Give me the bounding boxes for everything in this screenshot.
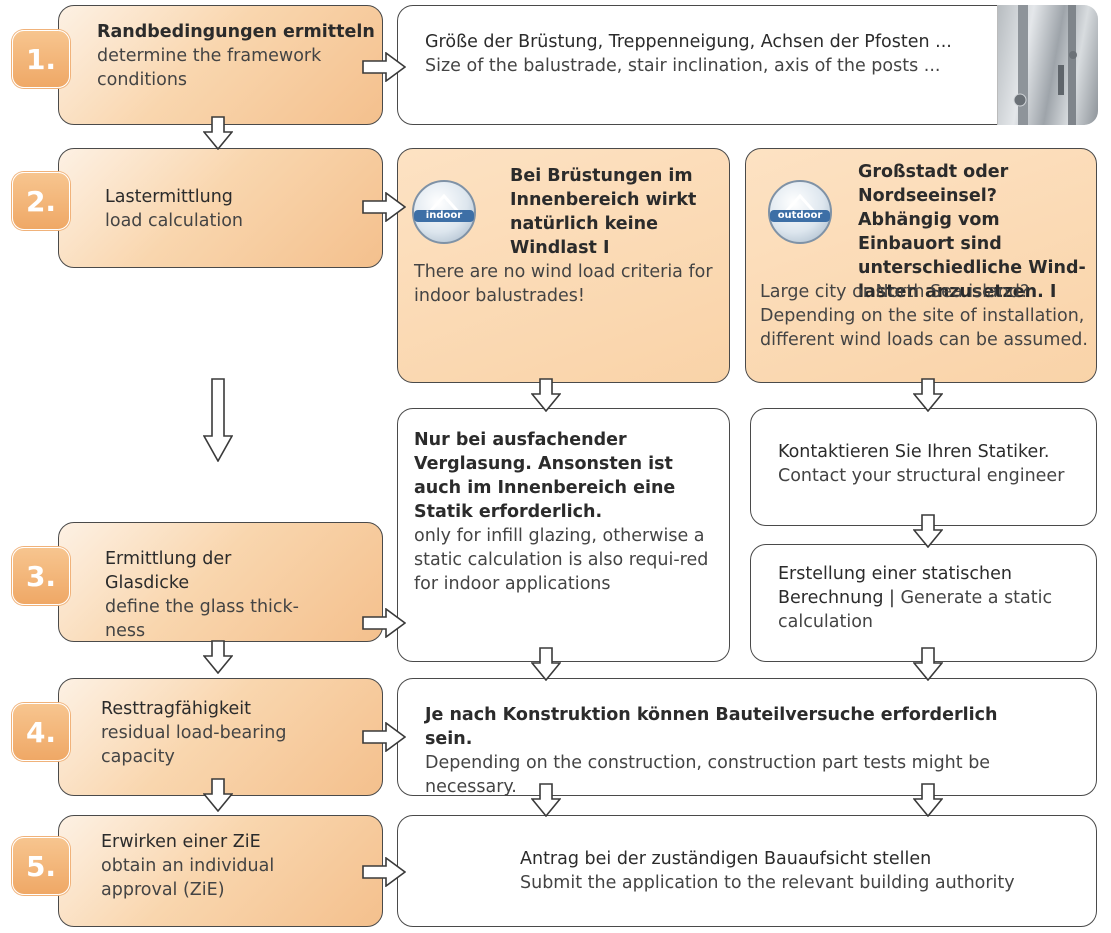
infill-en: only for infill glazing, otherwise a sta…	[414, 526, 709, 594]
arrow-right-step-1	[362, 52, 406, 82]
arrow-down-step-1	[203, 116, 233, 150]
step-3-box	[58, 522, 383, 642]
step-4-title-en: residual load-bearing capacity	[101, 723, 287, 767]
step-1-box	[58, 5, 383, 125]
arrow-down-outdoor	[913, 378, 943, 412]
step-3-title-en: define the glass thick-ness	[105, 597, 299, 641]
step-4-title-de: Resttragfähigkeit	[101, 699, 251, 719]
application-en: Submit the application to the relevant b…	[520, 873, 1015, 893]
infill-text: Nur bei ausfachender Verglasung. Ansonst…	[414, 428, 719, 596]
step-5-text: Erwirken einer ZiE obtain an individual …	[101, 830, 301, 902]
arrow-down-engineer	[913, 514, 943, 548]
step-4-number: 4.	[12, 703, 70, 761]
component-tests-de: Je nach Konstruktion können Bauteilversu…	[425, 705, 998, 749]
infill-de: Nur bei ausfachender Verglasung. Ansonst…	[414, 430, 676, 522]
step-1-text: Randbedingungen ermitteln determine the …	[97, 20, 377, 92]
balustrade-photo	[997, 5, 1098, 125]
arrow-down-step-3	[203, 640, 233, 674]
arrow-right-step-3	[362, 608, 406, 638]
step-5-title-en: obtain an individual approval (ZiE)	[101, 856, 275, 900]
step-4-box	[58, 678, 383, 796]
step-2-number: 2.	[12, 172, 70, 230]
outdoor-en: Large city or North Sea island? Dependin…	[760, 282, 1088, 350]
arrow-down-tests-left	[531, 783, 561, 817]
arrow-right-step-2	[362, 192, 406, 222]
step-2-box	[58, 148, 383, 268]
step-5-number: 5.	[12, 837, 70, 895]
application-text: Antrag bei der zuständigen Bauaufsicht s…	[520, 847, 1080, 895]
indoor-de: Bei Brüstungen im Innenbereich wirkt nat…	[510, 166, 697, 258]
static-calc-text: Erstellung einer statischen Berechnung |…	[778, 562, 1088, 634]
arrow-down-step-4	[203, 778, 233, 812]
framework-text: Größe der Brüstung, Treppenneigung, Achs…	[425, 30, 995, 78]
arrow-right-step-4	[362, 722, 406, 752]
step-3-number: 3.	[12, 547, 70, 605]
component-tests-text: Je nach Konstruktion können Bauteilversu…	[425, 703, 1045, 799]
step-2-title-de: Lastermittlung	[105, 187, 233, 207]
engineer-text: Kontaktieren Sie Ihren Statiker. Contact…	[778, 440, 1088, 488]
arrow-down-infill	[531, 647, 561, 681]
arrow-right-step-5	[362, 857, 406, 887]
indoor-text: Bei Brüstungen im Innenbereich wirkt nat…	[414, 164, 714, 308]
step-1-number: 1.	[12, 30, 70, 88]
static-calc-box	[750, 544, 1097, 662]
step-2-text: Lastermittlung load calculation	[105, 185, 365, 233]
component-tests-en: Depending on the construction, construct…	[425, 753, 991, 797]
indoor-en: There are no wind load criteria for indo…	[414, 262, 713, 306]
component-tests-box	[397, 678, 1097, 796]
application-de: Antrag bei der zuständigen Bauaufsicht s…	[520, 849, 932, 869]
indoor-badge-label: indoor	[414, 210, 474, 222]
step-2-title-en: load calculation	[105, 211, 243, 231]
step-5-title-de: Erwirken einer ZiE	[101, 832, 261, 852]
static-calc-de: Erstellung einer statischen Berechnung |	[778, 564, 1012, 608]
step-5-box	[58, 815, 383, 927]
framework-de: Größe der Brüstung, Treppenneigung, Achs…	[425, 32, 952, 52]
static-calc-en: Generate a static calculation	[778, 588, 1053, 632]
step-3-title-de: Ermittlung der Glasdicke	[105, 549, 232, 593]
step-3-text: Ermittlung der Glasdicke define the glas…	[105, 547, 315, 643]
engineer-de: Kontaktieren Sie Ihren Statiker.	[778, 442, 1050, 462]
arrow-down-tests-right	[913, 783, 943, 817]
framework-en: Size of the balustrade, stair inclinatio…	[425, 56, 941, 76]
framework-box	[397, 5, 1097, 125]
outdoor-badge: outdoor	[768, 180, 832, 244]
application-box	[397, 815, 1097, 927]
arrow-down-indoor	[531, 378, 561, 412]
arrow-down-step-2	[203, 378, 233, 462]
indoor-badge: indoor	[412, 180, 476, 244]
step-1-title-de: Randbedingungen ermitteln	[97, 22, 375, 42]
outdoor-text: Großstadt oder Nordseeinsel? Abhängig vo…	[760, 160, 1090, 352]
arrow-down-static-calc	[913, 647, 943, 681]
engineer-en: Contact your structural engineer	[778, 466, 1065, 486]
step-4-text: Resttragfähigkeit residual load-bearing …	[101, 697, 331, 769]
step-1-title-en: determine the framework conditions	[97, 46, 322, 90]
outdoor-badge-label: outdoor	[770, 210, 830, 222]
infill-box	[397, 408, 730, 662]
engineer-box	[750, 408, 1097, 526]
outdoor-de: Großstadt oder Nordseeinsel? Abhängig vo…	[858, 162, 1086, 302]
